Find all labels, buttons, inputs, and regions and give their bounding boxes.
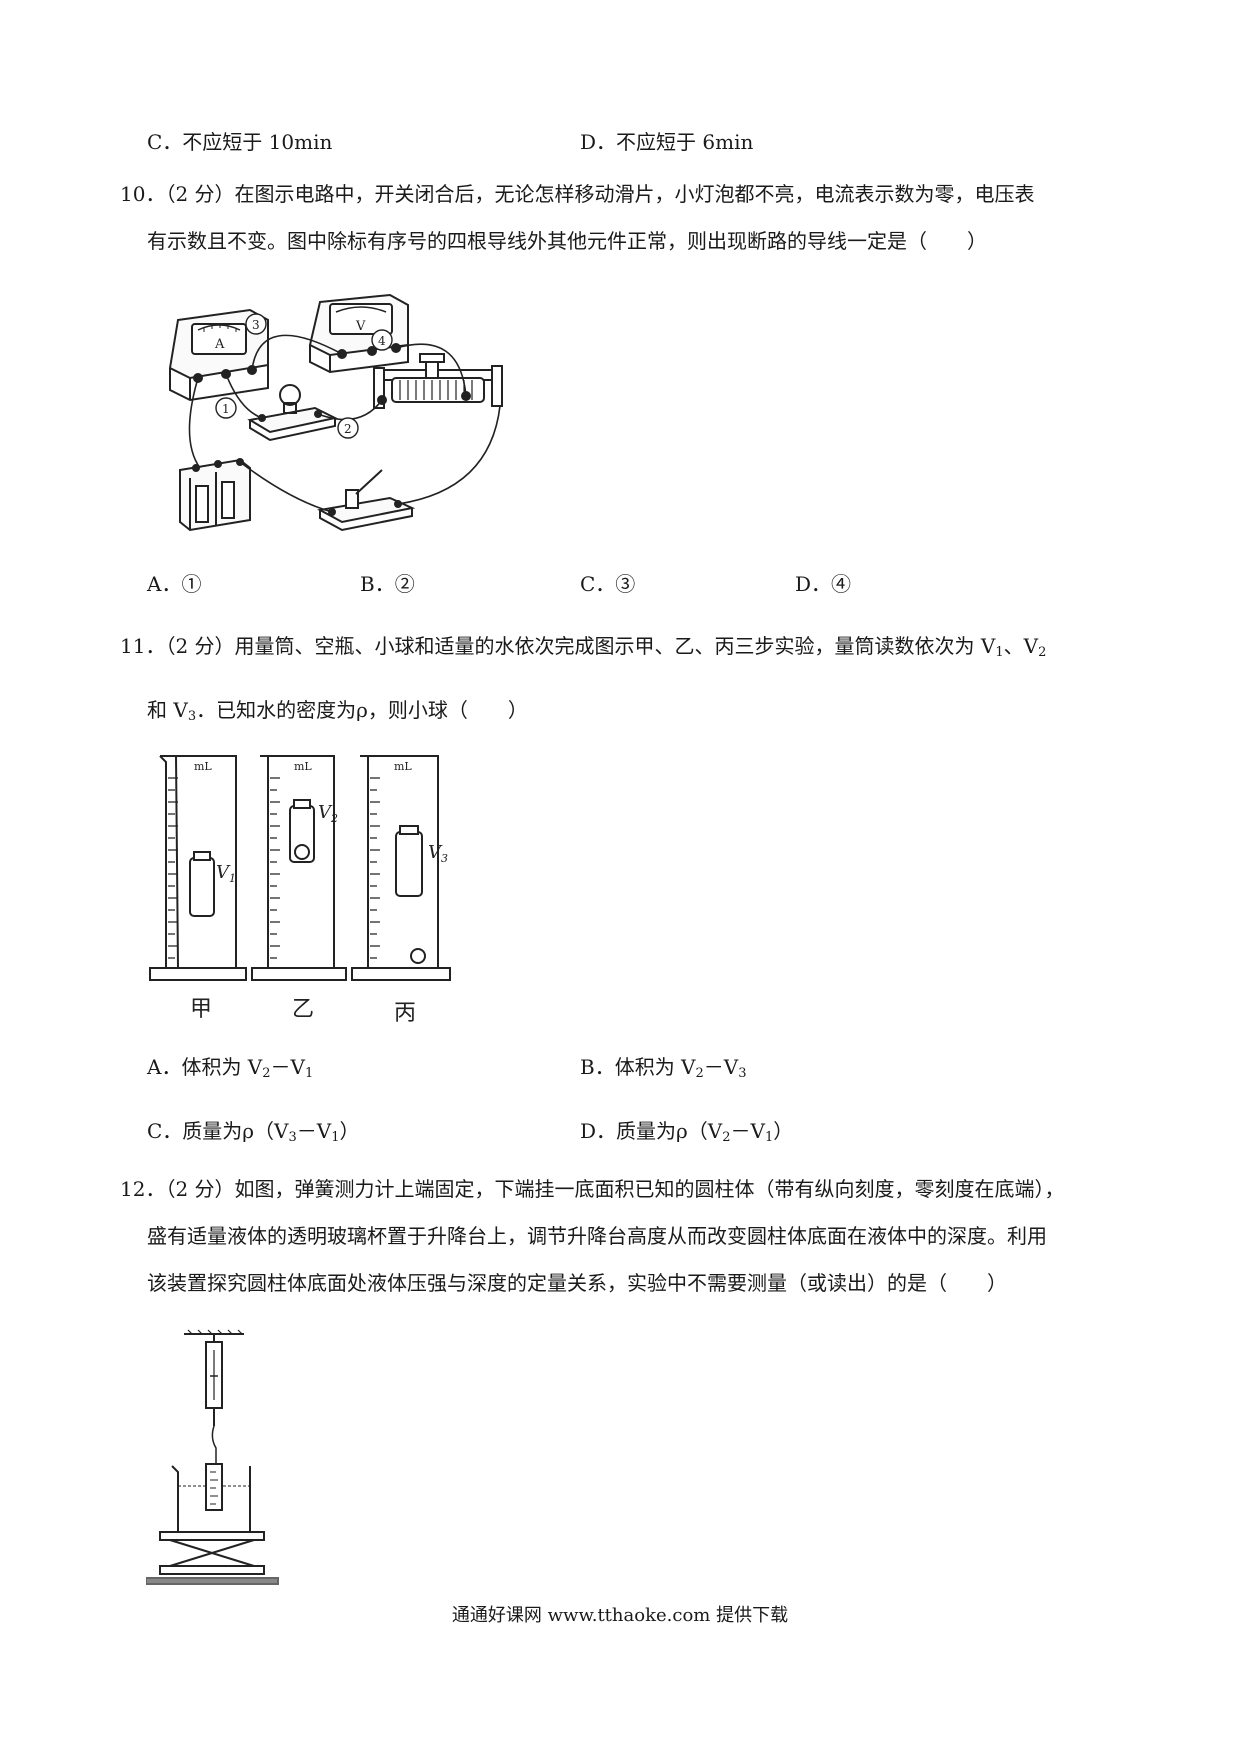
q10-option-c: C．③: [580, 572, 636, 596]
page-footer: 通通好课网 www.tthaoke.com 提供下载: [451, 1605, 789, 1626]
ammeter-label: A: [214, 337, 225, 352]
cylinder-jia: [149, 755, 247, 981]
q10-option-b: B．②: [360, 572, 415, 596]
caption-yi: 乙: [292, 997, 314, 1022]
lamp-icon: [247, 384, 338, 442]
q11-option-b: B．体积为 V2－V3: [580, 1055, 747, 1081]
cylinder-jia-unit: mL: [194, 760, 212, 773]
cylinder-bing: [351, 755, 451, 981]
q11-stem-line2: 和 V3．已知水的密度为ρ，则小球（ ）: [147, 698, 528, 724]
q11-option-c: C．质量为ρ（V3－V1）: [147, 1119, 360, 1145]
cylinder-yi: [251, 755, 347, 981]
q10-option-d: D．④: [795, 572, 852, 596]
cylinder-yi-v-label: V2: [318, 802, 338, 825]
wire-marker-2: 2: [344, 422, 352, 436]
wire-marker-1: 1: [222, 402, 230, 416]
wire-marker-3: 3: [252, 318, 260, 332]
q10-stem-line1: 10．（2 分）在图示电路中，开关闭合后，无论怎样移动滑片，小灯泡都不亮，电流表…: [120, 182, 1035, 206]
cylinder-jia-v-label: V1: [216, 862, 236, 885]
caption-jia: 甲: [190, 997, 212, 1022]
q9-option-c: C．不应短于 10min: [147, 130, 333, 154]
q12-stem-line1: 12．（2 分）如图，弹簧测力计上端固定，下端挂一底面积已知的圆柱体（带有纵向刻…: [120, 1177, 1065, 1201]
q11-option-d: D．质量为ρ（V2－V1）: [580, 1119, 794, 1145]
q10-circuit-figure: A V: [168, 293, 503, 532]
q11-option-a: A．体积为 V2－V1: [147, 1055, 314, 1081]
q10-stem-line2: 有示数且不变。图中除标有序号的四根导线外其他元件正常，则出现断路的导线一定是（ …: [147, 229, 987, 253]
beaker-icon: [171, 1463, 251, 1533]
switch-icon: [316, 469, 416, 532]
wire-markers: [215, 313, 393, 439]
q11-stem-line1: 11．（2 分）用量筒、空瓶、小球和适量的水依次完成图示甲、乙、丙三步实验，量筒…: [120, 634, 1047, 660]
ceiling-mount: [184, 1329, 244, 1342]
lift-platform-icon: [146, 1531, 279, 1585]
wire-marker-4: 4: [378, 334, 386, 348]
q12-stem-line2: 盛有适量液体的透明玻璃杯置于升降台上，调节升降台高度从而改变圆柱体底面在液体中的…: [147, 1224, 1047, 1248]
cylinder-yi-unit: mL: [294, 760, 312, 773]
spring-scale-icon: [205, 1341, 223, 1426]
voltmeter-label: V: [355, 319, 366, 334]
q10-option-a: A．①: [147, 572, 202, 596]
cylinder-bing-v-label: V3: [428, 842, 448, 865]
circuit-wires: [188, 334, 501, 513]
q9-option-d: D．不应短于 6min: [580, 130, 754, 154]
rheostat-icon: [373, 353, 503, 409]
caption-bing: 丙: [394, 1001, 416, 1026]
cylinder-bing-unit: mL: [394, 760, 412, 773]
q11-cylinders-figure: mL V1 mL V2 mL V3 甲 乙 丙: [149, 755, 451, 1026]
q12-stem-line3: 该装置探究圆柱体底面处液体压强与深度的定量关系，实验中不需要测量（或读出）的是（…: [147, 1271, 1007, 1295]
q12-apparatus-figure: [146, 1329, 279, 1585]
battery-icon: [179, 458, 251, 532]
